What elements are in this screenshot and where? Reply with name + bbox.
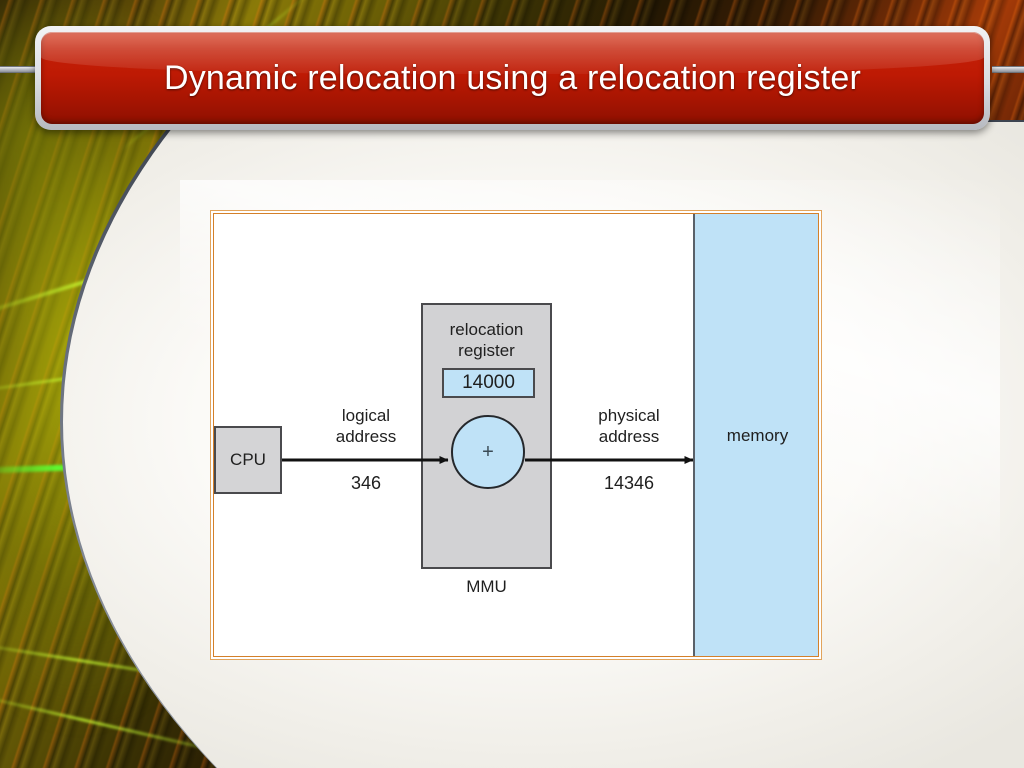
cpu-label: CPU [230,450,266,469]
physical-address-value: 14346 [603,473,655,493]
page-title: Dynamic relocation using a relocation re… [163,58,862,97]
physical-address-label: physical address [564,405,694,447]
physical-address-label-line2: address [598,427,660,446]
relocation-register-value-box: 14000 [442,368,535,398]
logical-address-label: logical address [306,405,426,447]
title-banner-inner: Dynamic relocation using a relocation re… [41,32,984,124]
mmu-block: relocation register 14000 + [421,303,552,569]
relocation-register-title: relocation register [423,319,550,361]
logical-address-label-line1: logical [341,406,391,425]
logical-address-value: 346 [350,473,382,493]
plus-icon: + [482,441,494,463]
memory-block: memory [693,214,818,656]
title-banner: Dynamic relocation using a relocation re… [35,26,990,130]
title-connector-right [992,66,1024,73]
relocation-register-title-line2: register [458,341,515,360]
diagram-canvas: memory CPU relocation register 14000 + M… [214,214,818,656]
cpu-block: CPU [214,426,282,494]
mmu-label: MMU [466,577,507,596]
relocation-register-title-line1: relocation [449,320,524,339]
relocation-register-value: 14000 [462,372,515,393]
logical-address-label-line2: address [335,427,397,446]
physical-address-label-line1: physical [598,406,660,425]
title-connector-left [0,66,44,73]
adder-node: + [451,415,525,489]
diagram-frame: memory CPU relocation register 14000 + M… [210,210,822,660]
memory-label: memory [726,426,789,445]
